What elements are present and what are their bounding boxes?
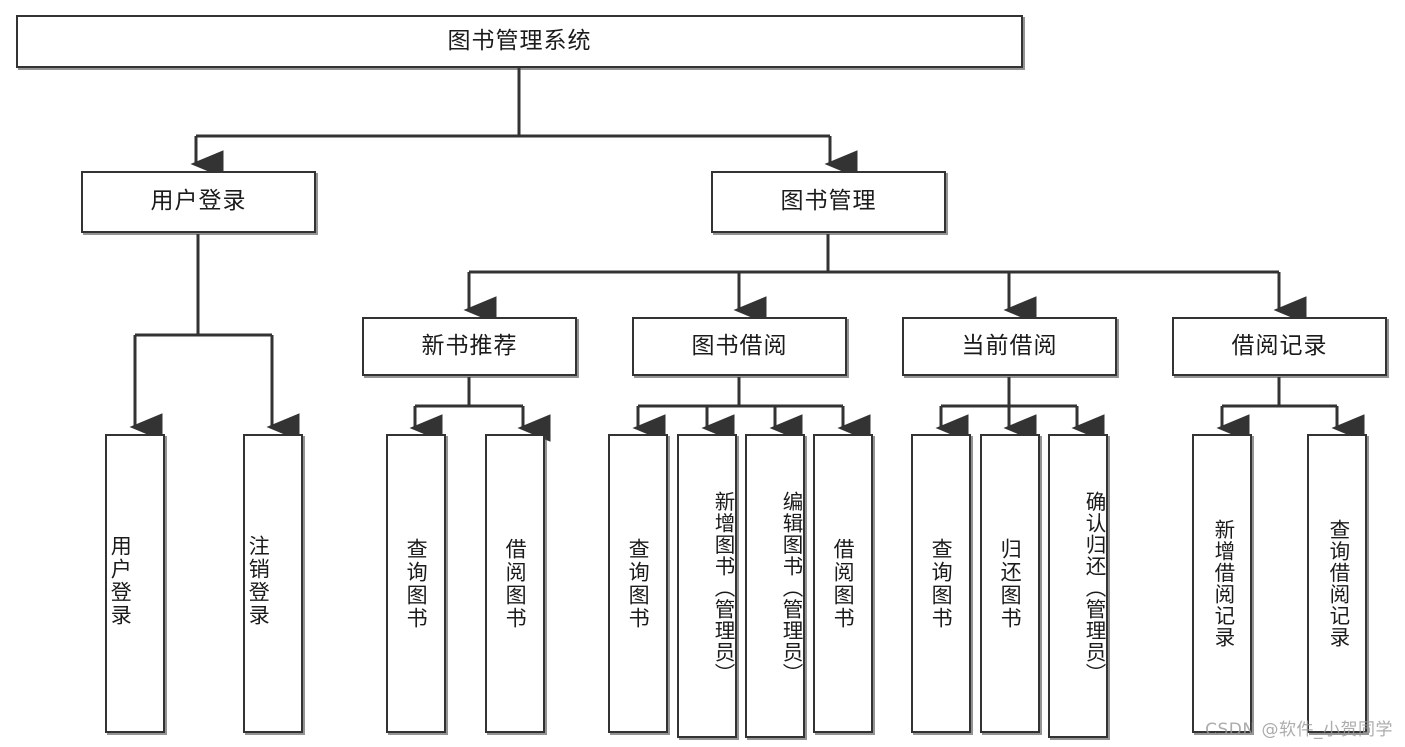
node-borrow-record[interactable]: 借阅记录 xyxy=(1172,317,1387,376)
leaf-add-book-admin[interactable]: 新增图书（管理员） xyxy=(677,434,737,738)
node-new-book-recommend[interactable]: 新书推荐 xyxy=(362,317,577,376)
node-book-management[interactable]: 图书管理 xyxy=(711,171,946,233)
leaf-user-login[interactable]: 用户登录 xyxy=(105,434,165,733)
node-root-system[interactable]: 图书管理系统 xyxy=(16,15,1023,68)
leaf-query-book-borrow[interactable]: 查询图书 xyxy=(608,434,668,733)
leaf-confirm-return-admin[interactable]: 确认归还（管理员） xyxy=(1048,434,1108,738)
leaf-edit-book-admin[interactable]: 编辑图书（管理员） xyxy=(745,434,805,738)
leaf-query-book-recommend[interactable]: 查询图书 xyxy=(386,434,446,733)
leaf-logout[interactable]: 注销登录 xyxy=(243,434,303,733)
node-book-borrow[interactable]: 图书借阅 xyxy=(632,317,847,376)
leaf-query-book-current[interactable]: 查询图书 xyxy=(911,434,971,733)
leaf-query-borrow-record[interactable]: 查询借阅记录 xyxy=(1307,434,1367,733)
leaf-return-book[interactable]: 归还图书 xyxy=(980,434,1040,733)
leaf-borrow-book[interactable]: 借阅图书 xyxy=(813,434,873,733)
leaf-add-borrow-record[interactable]: 新增借阅记录 xyxy=(1192,434,1252,733)
node-user-login[interactable]: 用户登录 xyxy=(81,171,316,233)
leaf-borrow-book-recommend[interactable]: 借阅图书 xyxy=(485,434,545,733)
csdn-watermark: CSDN @软件_小贺同学 xyxy=(1205,720,1393,740)
node-current-borrow[interactable]: 当前借阅 xyxy=(902,317,1117,376)
